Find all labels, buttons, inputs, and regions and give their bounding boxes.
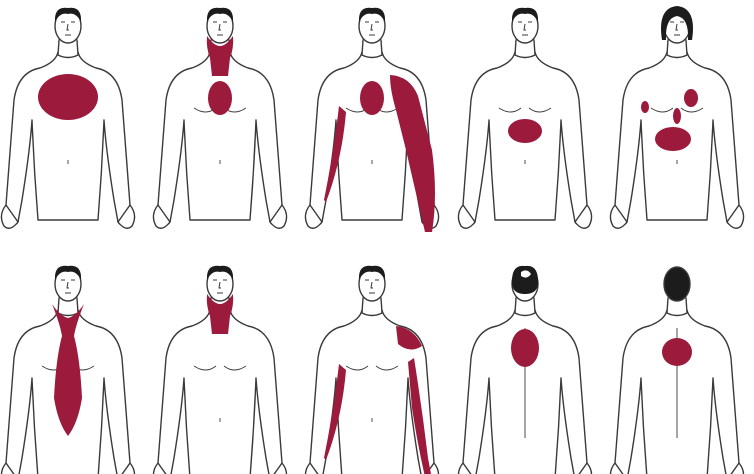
- pain-area-upper-back: [511, 329, 539, 367]
- figure-3: [305, 8, 438, 232]
- figure-10: [610, 267, 743, 474]
- pain-regions: [662, 338, 692, 366]
- pain-area-center-chest: [360, 81, 384, 115]
- figure-6: [1, 266, 134, 474]
- body-outline: [158, 310, 282, 474]
- figure-4: [458, 8, 591, 228]
- figure-9: [458, 266, 591, 474]
- figure-8: [305, 266, 438, 474]
- figure-7: [153, 266, 286, 474]
- pain-area-upper-back: [662, 338, 692, 366]
- pain-area-sternum: [673, 108, 681, 124]
- pain-area-right-chest: [641, 101, 649, 113]
- body-outline: [158, 52, 282, 225]
- pain-regions: [511, 329, 539, 367]
- pain-area-upper-abdomen: [508, 119, 542, 143]
- pain-area-lower-chest: [655, 127, 691, 151]
- figure-1: [1, 8, 134, 228]
- hair: [512, 266, 538, 294]
- pain-regions: [508, 119, 542, 143]
- pain-area-center-chest: [208, 81, 232, 115]
- figure-5: [610, 6, 743, 228]
- pain-area-left-chest: [684, 89, 698, 107]
- figure-2: [153, 8, 286, 228]
- pain-area-upper-chest: [38, 74, 98, 120]
- pain-regions: [38, 74, 98, 120]
- head: [664, 267, 690, 301]
